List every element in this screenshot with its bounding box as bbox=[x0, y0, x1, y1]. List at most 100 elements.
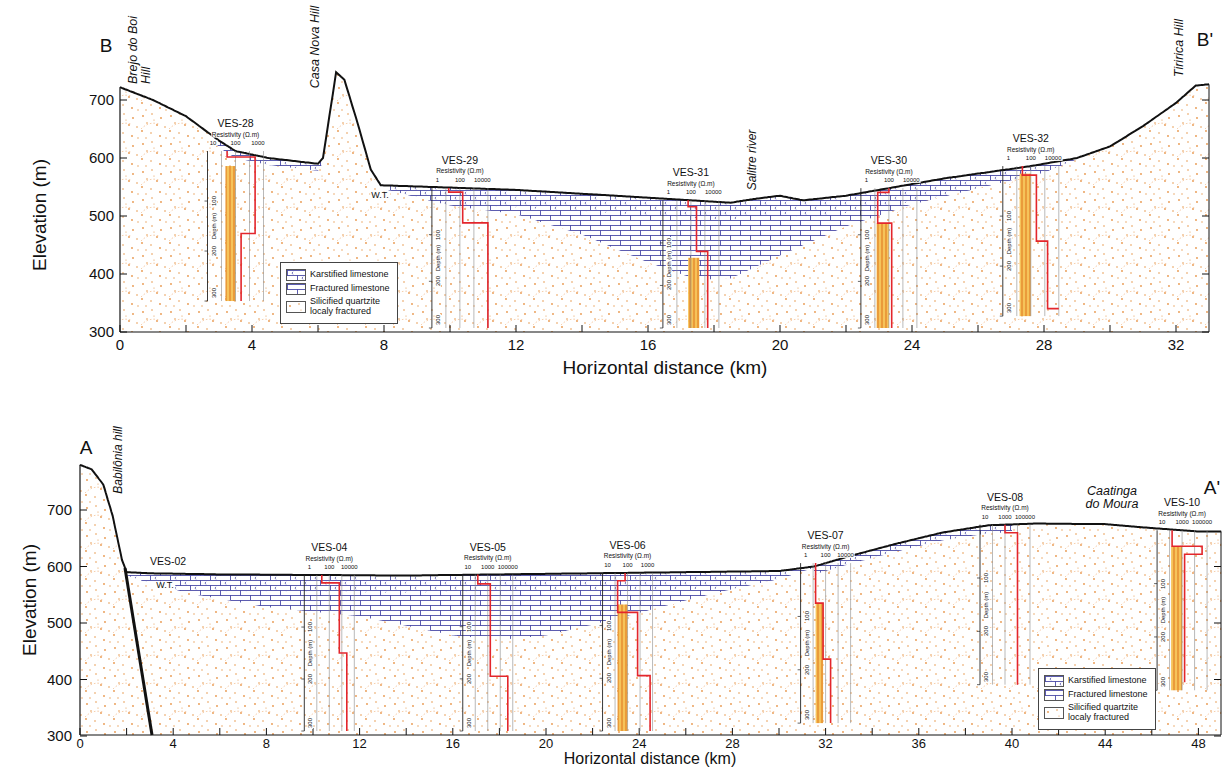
resistivity-grid-line bbox=[1016, 166, 1017, 316]
resistivity-model bbox=[1022, 166, 1058, 309]
scale-number: 10000 bbox=[1044, 155, 1063, 161]
scale-number: 100 bbox=[323, 564, 335, 570]
legend-box: Karstified limestoneFractured limestoneS… bbox=[1038, 668, 1156, 730]
axis-title: Horizontal distance (km) bbox=[564, 751, 737, 768]
y-tick bbox=[120, 216, 127, 217]
resistivity-grid-line bbox=[487, 575, 488, 731]
depth-tick bbox=[600, 731, 603, 732]
depth-tick bbox=[1000, 216, 1003, 217]
x-tick bbox=[582, 325, 583, 332]
resistivity-grid-line bbox=[329, 575, 330, 731]
resistivity-model bbox=[878, 188, 892, 328]
depth-tick bbox=[798, 669, 801, 670]
depth-number: 300 bbox=[864, 314, 870, 326]
place-name: Caatinga do Moura bbox=[1080, 485, 1144, 511]
depth-tick bbox=[205, 251, 208, 252]
legend-box: Karstified limestoneFractured limestoneS… bbox=[280, 262, 398, 324]
depth-axis bbox=[1157, 530, 1158, 690]
depth-tick bbox=[1000, 316, 1003, 317]
axis-title: Elevation (m) bbox=[20, 544, 40, 656]
scale-number: 100 bbox=[883, 177, 895, 183]
axis-title: Resistivity (Ω.m) bbox=[801, 543, 850, 550]
y-tick bbox=[1214, 679, 1221, 680]
depth-number: 200 bbox=[435, 275, 441, 287]
depth-number: 100 bbox=[605, 620, 611, 632]
resistivity-grid-line bbox=[652, 573, 653, 731]
resistivity-grid-line bbox=[825, 563, 826, 723]
legend-swatch bbox=[1044, 675, 1064, 687]
x-tick bbox=[219, 728, 220, 735]
river-name: Salitre river bbox=[746, 130, 759, 191]
legend-swatch-fill bbox=[1045, 676, 1063, 686]
y-tick bbox=[1214, 623, 1221, 624]
resistivity-grid-line bbox=[690, 200, 691, 328]
tick-label: 24 bbox=[904, 337, 921, 353]
x-tick bbox=[406, 728, 407, 735]
resistivity-grid-line bbox=[874, 188, 875, 328]
axis-title: Depth (m) bbox=[864, 244, 870, 273]
depth-tick bbox=[460, 731, 463, 732]
y-tick bbox=[120, 158, 127, 159]
resistivity-grid-line bbox=[813, 563, 814, 723]
depth-axis bbox=[1002, 166, 1003, 316]
water-table-label: W.T. bbox=[155, 581, 175, 590]
tick-label: 0 bbox=[116, 337, 124, 353]
karstified-limestone bbox=[212, 136, 321, 171]
scale-number: 100 bbox=[685, 189, 697, 195]
section-end-label: B' bbox=[1197, 30, 1213, 50]
tick-label: 4 bbox=[248, 337, 256, 353]
resistivity-grid-line bbox=[1030, 166, 1031, 316]
depth-number: 300 bbox=[983, 671, 989, 683]
resistivity-grid-line bbox=[704, 200, 705, 328]
tick-label: 0 bbox=[76, 737, 83, 751]
scale-number: 1 bbox=[1006, 155, 1011, 161]
y-tick bbox=[120, 332, 127, 333]
depth-tick bbox=[301, 679, 304, 680]
depth-tick bbox=[460, 626, 463, 627]
axis-title: Resistivity (Ω.m) bbox=[1157, 510, 1206, 517]
tick-label: 28 bbox=[1036, 337, 1053, 353]
axis-title: Depth (m) bbox=[1160, 596, 1166, 625]
scale-number: 100000 bbox=[1014, 514, 1036, 520]
lithology-log bbox=[877, 223, 889, 328]
scale-number: 100000 bbox=[497, 563, 519, 569]
scale-number: 100 bbox=[622, 562, 634, 568]
y-tick bbox=[80, 623, 87, 624]
axis-title: Resistivity (Ω.m) bbox=[603, 553, 652, 560]
resistivity-model bbox=[1172, 530, 1202, 682]
legend-row: Karstified limestone bbox=[1044, 675, 1150, 687]
depth-number: 100 bbox=[210, 195, 216, 207]
lithology-log bbox=[618, 604, 628, 731]
ves-name: VES-28 bbox=[216, 119, 254, 130]
legend-text: Fractured limestone bbox=[310, 284, 390, 294]
scale-number: 10000 bbox=[340, 564, 359, 570]
resistivity-grid-line bbox=[235, 151, 236, 301]
depth-number: 300 bbox=[666, 314, 672, 326]
resistivity-grid-line bbox=[615, 573, 616, 731]
depth-number: 200 bbox=[666, 279, 672, 291]
axis-title: Resistivity (Ω.m) bbox=[305, 555, 354, 562]
water-table-label: W.T. bbox=[370, 191, 390, 200]
ves-name: VES-30 bbox=[870, 156, 908, 167]
resistivity-grid-line bbox=[263, 151, 264, 301]
depth-number: 100 bbox=[1160, 578, 1166, 590]
legend-swatch-fill bbox=[287, 302, 305, 312]
axis-title: Depth (m) bbox=[435, 244, 441, 273]
resistivity-grid-line bbox=[500, 575, 501, 731]
y-tick bbox=[80, 566, 87, 567]
depth-number: 200 bbox=[1160, 631, 1166, 643]
x-tick bbox=[779, 728, 780, 735]
scale-number: 100 bbox=[820, 552, 832, 558]
axis-title: Depth (m) bbox=[466, 638, 472, 667]
depth-number: 100 bbox=[1006, 210, 1012, 222]
resistivity-grid-line bbox=[916, 188, 917, 328]
ground-surface bbox=[120, 72, 1209, 203]
resistivity-grid-line bbox=[627, 573, 628, 731]
legend-swatch-fill bbox=[287, 270, 305, 280]
resistivity-grid-line bbox=[838, 563, 839, 723]
x-tick bbox=[1176, 325, 1177, 332]
x-tick bbox=[266, 728, 267, 735]
legend-swatch bbox=[1044, 707, 1064, 719]
tick-label: 16 bbox=[640, 337, 657, 353]
